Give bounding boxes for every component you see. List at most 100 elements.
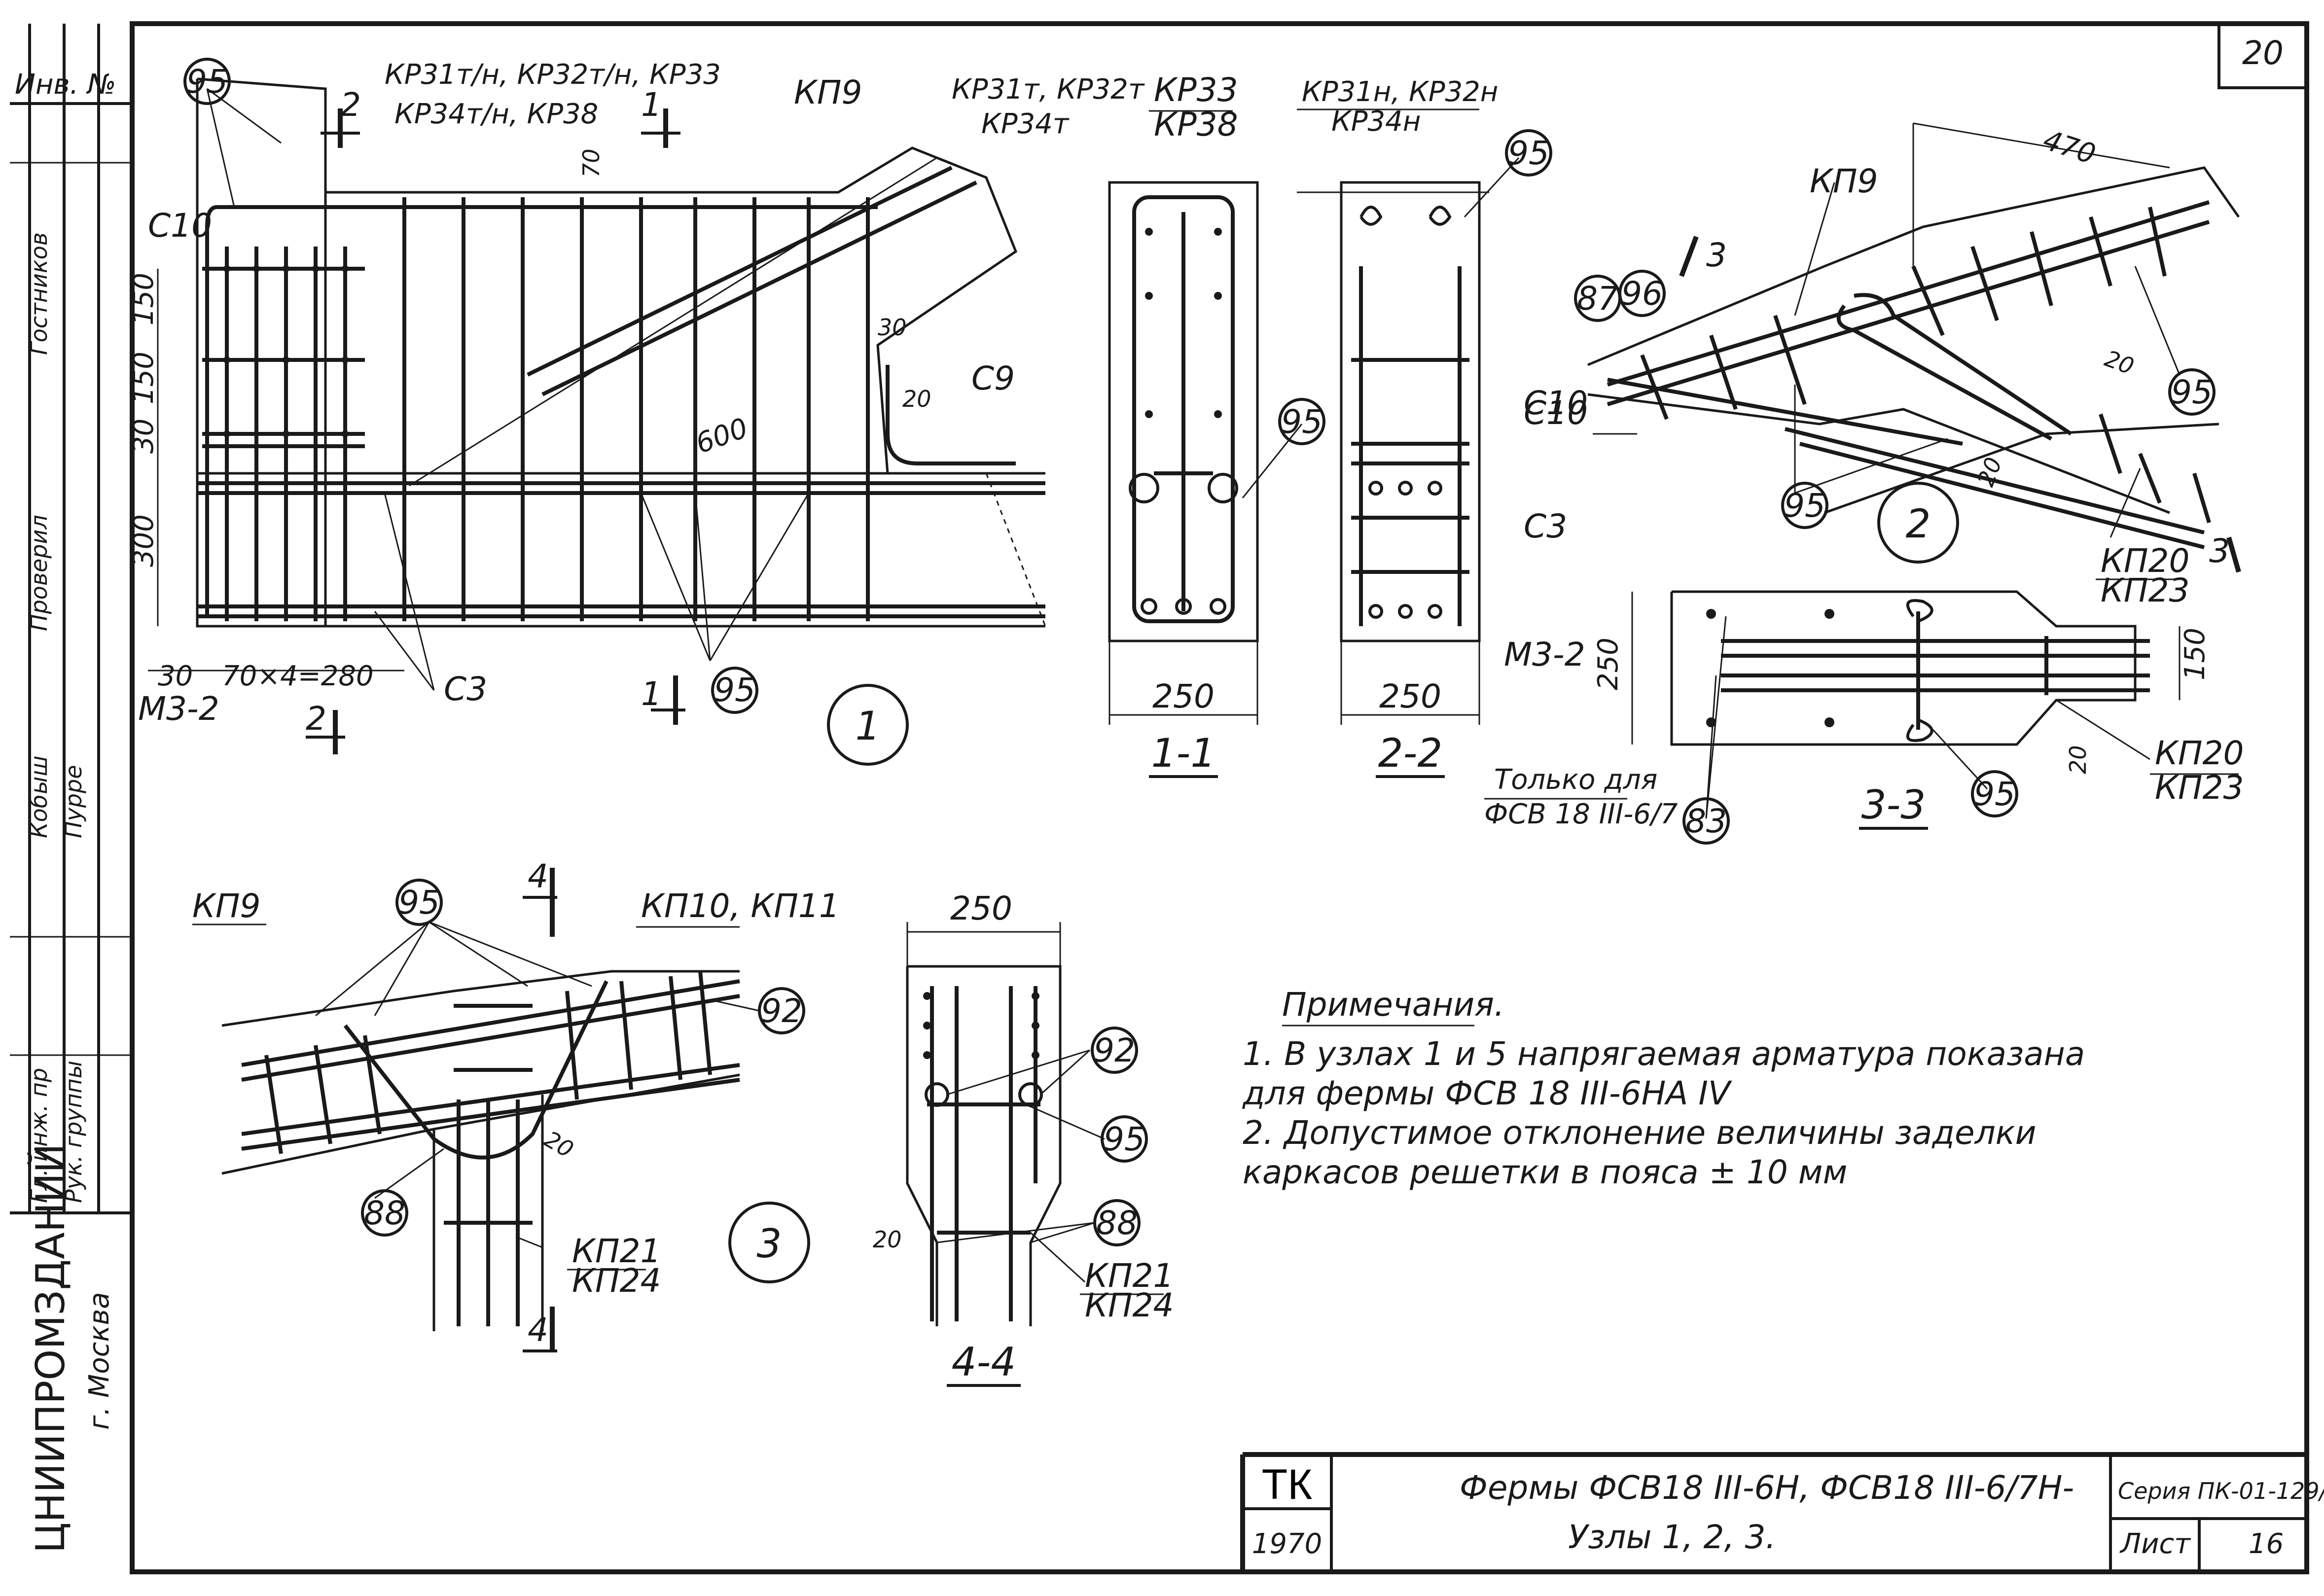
sec-1-1-head-1: КР33 <box>1154 71 1238 109</box>
sec-1-1-title: 1-1 <box>1151 730 1216 776</box>
drawing-title-2: Узлы 1, 2, 3. <box>1568 1518 1776 1556</box>
sec-3-3-dim-20: 20 <box>2065 745 2091 774</box>
node-3-dim-20: 20 <box>540 1126 578 1163</box>
node-2-ref-95-a: 95 <box>1784 487 1825 525</box>
sheet-frame <box>130 21 2309 1574</box>
dim-20-c9: 20 <box>902 386 931 412</box>
label-m3-2: М3-2 <box>138 690 219 728</box>
node-1-stirrups <box>225 197 870 621</box>
tk-code: ТК <box>1262 1461 1313 1508</box>
dim-70x4: 70×4=280 <box>222 660 374 692</box>
page-number: 20 <box>2242 34 2284 72</box>
sec-4-4-dim-20: 20 <box>873 1226 902 1253</box>
left-stamp: Инв. № Гл. инж. пр Рук. группы Проверил … <box>10 24 132 1553</box>
node-2-drawing: КП9 470 87 96 95 95 20 20 КП20 КП23 3 3 … <box>1524 122 2241 609</box>
node-3-ref-88: 88 <box>364 1194 405 1232</box>
node-2-stirrups <box>1640 207 2211 524</box>
node-3-kp9: КП9 <box>192 887 260 925</box>
dim-150-a: 150 <box>128 273 160 325</box>
node-3-cut-4-a: 4 <box>528 857 548 895</box>
dim-30-bottom: 30 <box>158 660 193 692</box>
node-3-ref-95: 95 <box>398 884 440 922</box>
org-city: г. Москва <box>83 1292 115 1430</box>
note-line-4: каркасов решетки в пояса ± 10 мм <box>1243 1153 1847 1191</box>
node-2-marker: 2 <box>1906 501 1931 547</box>
sec-2-2-c3: С3 <box>1524 507 1567 545</box>
node-2-ref-95-b: 95 <box>2171 373 2213 411</box>
sec-4-4-ref-92: 92 <box>1094 1031 1135 1069</box>
note-line-1: 1. В узлах 1 и 5 напрягаемая арматура по… <box>1243 1035 2085 1073</box>
cut-1-bottom: 1 <box>641 675 662 713</box>
sec-4-4-title: 4-4 <box>952 1339 1016 1385</box>
section-4-4: 250 92 95 88 КП21 КП24 20 4-4 <box>873 889 1174 1387</box>
drawing-title-1: Фермы ФСВ18 III-6Н, ФСВ18 III-6/7Н- <box>1460 1469 2074 1507</box>
sec-2-2-title: 2-2 <box>1378 730 1443 776</box>
sec-1-1-ref: 95 <box>1281 403 1323 441</box>
label-kr-top-1: КР31т/н, КР32т/н, КР33 <box>385 59 721 91</box>
sec-4-4-width: 250 <box>950 889 1012 927</box>
stamp-row-2: Рук. группы <box>60 1061 87 1203</box>
sec-3-3-kp20: КП20 <box>2155 734 2244 772</box>
sec-1-1-width: 250 <box>1152 677 1215 715</box>
sec-4-4-ref-95: 95 <box>1104 1120 1145 1158</box>
note-line-2: для фермы ФСВ 18 III-6НА IV <box>1242 1074 1732 1112</box>
sheet-label: Лист <box>2119 1528 2191 1560</box>
node-3-ref-92: 92 <box>761 992 802 1030</box>
label-c10: С10 <box>148 207 212 245</box>
cut-1-top: 1 <box>641 86 662 124</box>
ref-95-top: 95 <box>186 63 228 101</box>
ref-95-circle <box>183 58 231 105</box>
note-line-3: 2. Допустимое отклонение величины заделк… <box>1243 1114 2037 1152</box>
node-3-kp10: КП10, КП11 <box>641 887 840 925</box>
stamp-name-2: Пурре <box>60 765 87 838</box>
node-1-marker: 1 <box>856 703 881 749</box>
node-3-drawing: КП9 КП10, КП11 95 92 88 КП21 КП24 20 4 4… <box>192 857 840 1352</box>
node-1-marker-circle <box>827 684 909 766</box>
stamp-name-1: Кобыш <box>26 755 52 838</box>
sec-2-2-head-1: КР31н, КР32н <box>1302 76 1498 108</box>
org-name: ЦНИИПРОМЗДАНИЙ <box>27 1143 73 1553</box>
node-3-kp24: КП24 <box>572 1262 661 1300</box>
node-2-ref-96: 96 <box>1621 275 1663 313</box>
title-block: ТК 1970 Фермы ФСВ18 III-6Н, ФСВ18 III-6/… <box>1240 1452 2324 1572</box>
dim-300: 300 <box>128 514 160 567</box>
sec-3-3-ref-83: 83 <box>1685 802 1727 840</box>
page-number-box: 20 <box>2217 22 2308 89</box>
section-3-3: 250 150 20 83 95 КП20 КП23 3-3 <box>1592 590 2244 845</box>
sec-2-2-c10: С10 <box>1524 394 1588 432</box>
notes-block: Примечания. 1. В узлах 1 и 5 напрягаемая… <box>1242 986 2085 1191</box>
ref-95-bottom: 95 <box>714 671 755 709</box>
label-c9: С9 <box>971 359 1015 397</box>
node-2-ref-87: 87 <box>1577 280 1618 318</box>
node-3-marker: 3 <box>757 1221 782 1267</box>
sec-3-3-dim-150: 150 <box>2179 628 2211 680</box>
dim-30-c9: 30 <box>878 314 907 341</box>
node-2-kp23: КП23 <box>2101 571 2189 609</box>
sec-3-3-kp23: КП23 <box>2155 769 2244 807</box>
node-2-cut-3-a: 3 <box>1706 236 1727 274</box>
section-1-1: КР33 КР38 250 95 1-1 <box>1108 71 1325 778</box>
label-c3: С3 <box>444 670 487 708</box>
node-3-stirrups <box>264 971 712 1225</box>
stamp-row-1: Гл. инж. пр <box>26 1068 52 1203</box>
sec-3-3-title: 3-3 <box>1861 782 1926 828</box>
sheet-number: 16 <box>2249 1528 2284 1560</box>
series: Серия ПК-01-129/68 Вып. II-1 <box>2118 1478 2324 1504</box>
sec-2-2-m32: М3-2 <box>1504 636 1585 674</box>
sec-4-4-ref-88: 88 <box>1096 1204 1138 1242</box>
dim-30: 30 <box>128 419 160 454</box>
sec-2-2-head-2: КР34н <box>1331 106 1421 138</box>
notes-heading: Примечания. <box>1282 986 1504 1024</box>
node-3-cut-4-b: 4 <box>528 1311 548 1349</box>
stamp-row-3: Проверил <box>26 515 52 631</box>
label-kr-mid-2: КР34т <box>981 108 1070 140</box>
sec-3-3-dim-250: 250 <box>1592 638 1624 690</box>
stamp-inv: Инв. № <box>15 69 116 101</box>
cut-2-bottom: 2 <box>306 700 326 738</box>
dim-70: 70 <box>578 148 605 177</box>
node-2-kp9: КП9 <box>1810 162 1878 200</box>
sec-3-3-ref-95: 95 <box>1974 775 2015 813</box>
dim-150-b: 150 <box>128 352 160 404</box>
sec-4-4-kp21: КП21 <box>1085 1257 1174 1295</box>
sec-1-1-head-2: КР38 <box>1154 106 1238 143</box>
